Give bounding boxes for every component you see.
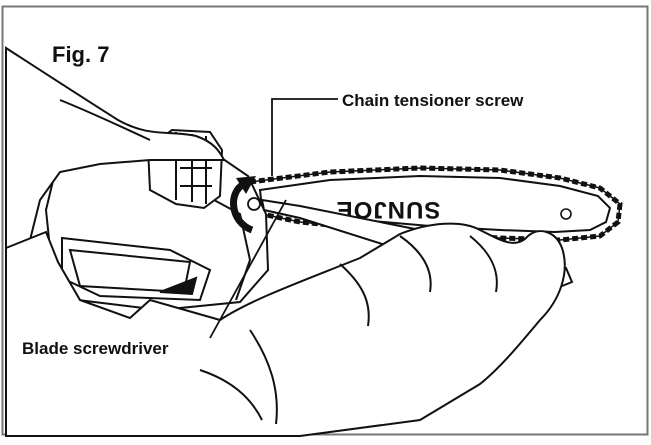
left-arm xyxy=(5,46,226,253)
callout-chain-tensioner-screw: Chain tensioner screw xyxy=(342,91,524,110)
figure-title: Fig. 7 xyxy=(52,42,110,67)
leader-blade-screwdriver xyxy=(209,199,287,339)
callout-leaders xyxy=(209,98,338,339)
lower-hand xyxy=(5,222,566,437)
rotation-arrow-icon xyxy=(230,176,261,234)
callout-blade-screwdriver: Blade screwdriver xyxy=(22,339,169,358)
saw-housing xyxy=(44,128,270,312)
leader-chain-tensioner xyxy=(271,98,338,176)
